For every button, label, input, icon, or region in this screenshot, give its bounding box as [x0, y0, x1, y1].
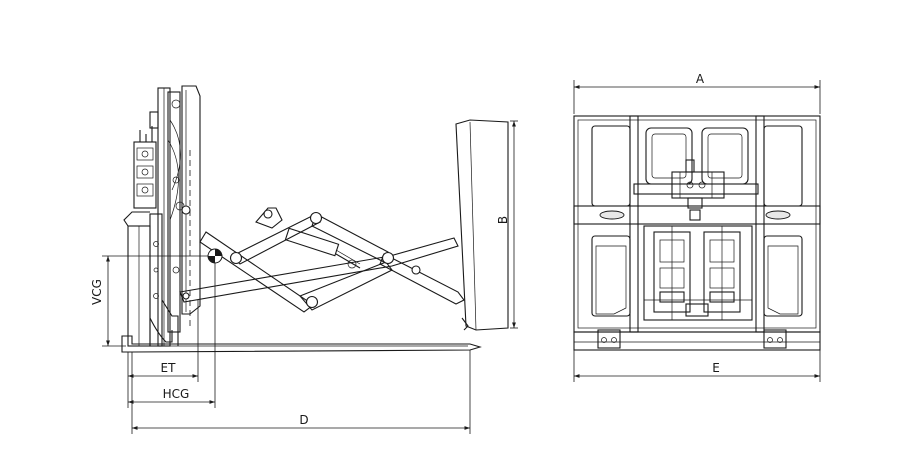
center-of-gravity-icon [207, 248, 223, 264]
dimension-hcg-label: HCG [163, 387, 190, 401]
dimension-vcg: VCG [90, 256, 126, 347]
valve-block [133, 111, 159, 209]
dimension-hcg: HCG [128, 387, 215, 404]
dimension-vcg-label: VCG [90, 279, 104, 305]
dimension-d: D [131, 350, 471, 434]
carriage-frame [123, 211, 179, 347]
front-view: A E [573, 72, 821, 382]
dimension-et-label: ET [161, 361, 177, 375]
fork-blade [121, 335, 482, 353]
scissor-linkage [179, 205, 465, 313]
dimension-et: ET [127, 300, 199, 408]
front-push-plate [455, 119, 509, 331]
dimension-e-label: E [712, 361, 720, 375]
dimension-a: A [573, 72, 821, 114]
rear-push-plate [167, 85, 201, 330]
side-view: B VCG ET HCG D [90, 85, 518, 434]
dimension-b-label: B [496, 216, 510, 224]
dimension-d-label: D [299, 413, 308, 427]
dimension-e: E [573, 350, 821, 382]
dimension-b: B [496, 120, 518, 329]
central-mechanism [643, 225, 753, 321]
dimension-a-label: A [696, 72, 705, 86]
cross-beam [573, 205, 821, 225]
